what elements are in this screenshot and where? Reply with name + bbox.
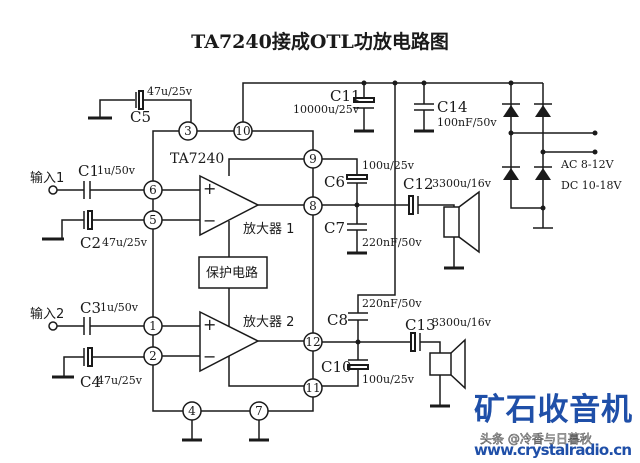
c13-name: C13 — [405, 316, 436, 334]
c1-value: 1u/50v — [97, 164, 136, 177]
junction-dots — [354, 80, 598, 345]
c11-name: C11 — [330, 87, 361, 105]
c6-name: C6 — [324, 173, 345, 191]
speaker-1 — [443, 190, 480, 254]
c3-value: 1u/50v — [100, 301, 139, 314]
c11-value: 10000u/25v — [293, 103, 360, 116]
input-2-label: 输入2 — [30, 306, 64, 322]
svg-text:5: 5 — [149, 213, 157, 227]
watermark-logo: 矿石收音机 www.crystalradio.cn 头条 @冷香与日暮秋 — [474, 392, 632, 459]
svg-text:8: 8 — [309, 199, 317, 213]
svg-text:头条 @冷香与日暮秋: 头条 @冷香与日暮秋 — [480, 432, 592, 446]
svg-text:11: 11 — [305, 381, 320, 395]
c13-value: 3300u/16v — [432, 316, 492, 329]
svg-text:9: 9 — [309, 152, 317, 166]
amplifier-2-symbol — [199, 310, 260, 373]
amp1-plus: + — [203, 179, 216, 198]
c4-name: C4 — [80, 373, 101, 391]
amp1-minus: − — [203, 211, 216, 230]
svg-text:10: 10 — [235, 124, 250, 138]
amp1-label: 放大器 1 — [243, 222, 294, 237]
c7-name: C7 — [324, 219, 345, 237]
chip-label: TA7240 — [170, 151, 224, 167]
capacitor-plates — [83, 90, 434, 370]
bridge-rectifier-diodes — [502, 103, 552, 180]
input-2-terminal — [48, 321, 58, 331]
protection-circuit-label: 保护电路 — [206, 265, 258, 281]
c14-name: C14 — [437, 98, 468, 116]
svg-text:www.crystalradio.cn: www.crystalradio.cn — [474, 441, 632, 459]
c2-value: 47u/25v — [102, 236, 148, 249]
c2-name: C2 — [80, 234, 101, 252]
input-1-label: 输入1 — [30, 170, 64, 186]
input-1-terminal — [48, 185, 58, 195]
amp2-minus: − — [203, 347, 216, 366]
ground-symbols — [42, 116, 553, 442]
speaker-2 — [429, 338, 466, 390]
c14-value: 100nF/50v — [437, 116, 497, 129]
svg-text:6: 6 — [149, 183, 157, 197]
svg-text:矿石收音机: 矿石收音机 — [474, 392, 632, 428]
svg-text:7: 7 — [255, 404, 263, 418]
amp2-label: 放大器 2 — [243, 315, 294, 330]
protection-circuit-box — [198, 256, 268, 289]
c8-name: C8 — [327, 311, 348, 329]
c10-value: 100u/25v — [362, 373, 415, 386]
svg-text:4: 4 — [188, 404, 196, 418]
ac-supply-label: AC 8-12V — [560, 158, 615, 171]
svg-text:12: 12 — [305, 335, 320, 349]
c12-value: 3300u/16v — [432, 177, 492, 190]
c8-value: 220nF/50v — [362, 297, 422, 310]
svg-text:1: 1 — [149, 319, 157, 333]
svg-text:3: 3 — [184, 124, 192, 138]
c5-value: 47u/25v — [147, 85, 193, 98]
c7-value: 220nF/50v — [362, 236, 422, 249]
svg-text:2: 2 — [149, 349, 157, 363]
c10-name: C10 — [321, 358, 352, 376]
c3-name: C3 — [80, 299, 101, 317]
c12-name: C12 — [403, 175, 434, 193]
diagram-title: TA7240接成OTL功放电路图 — [191, 30, 449, 53]
amp2-plus: + — [203, 315, 216, 334]
c5-name: C5 — [130, 108, 151, 126]
c6-value: 100u/25v — [362, 159, 415, 172]
c4-value: 47u/25v — [97, 374, 143, 387]
ic-pins: 3 10 9 8 6 5 1 2 12 11 4 7 — [143, 121, 323, 421]
amplifier-1-symbol — [199, 174, 260, 237]
c1-name: C1 — [78, 162, 99, 180]
dc-supply-label: DC 10-18V — [561, 179, 622, 192]
